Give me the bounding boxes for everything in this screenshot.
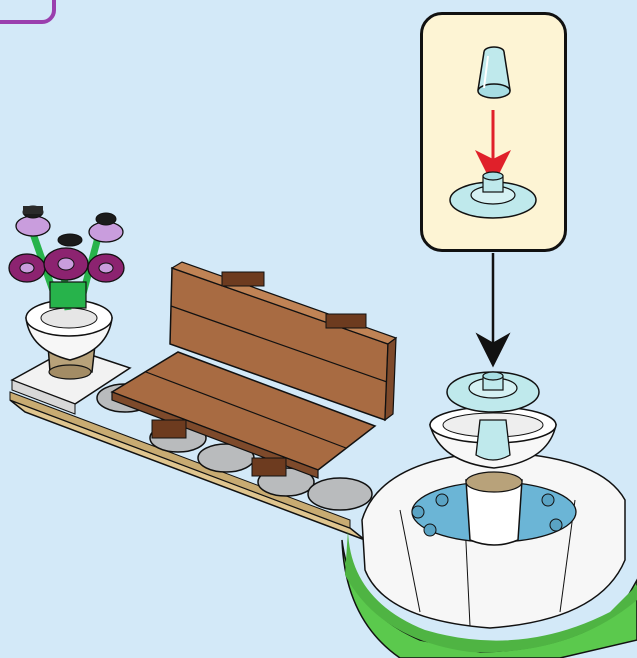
flower-lavender-right-icon <box>89 213 123 242</box>
flower-pot-icon <box>9 206 124 379</box>
dish-trans-light-blue-icon <box>450 172 536 218</box>
cone-trans-light-blue-icon <box>478 47 510 98</box>
flower-lavender-left-icon <box>16 206 50 236</box>
